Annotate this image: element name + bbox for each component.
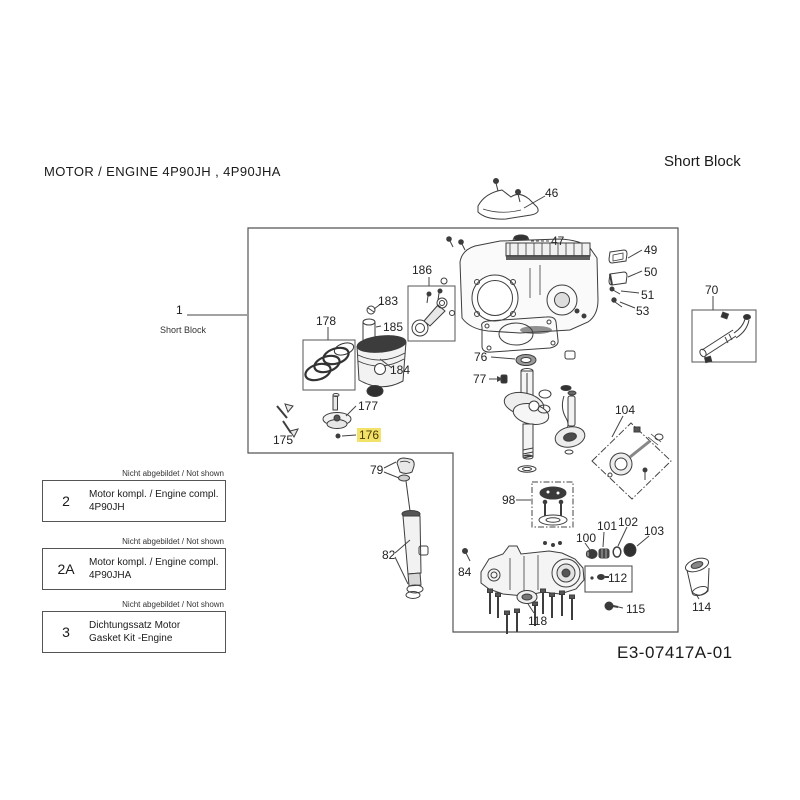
part-label-47[interactable]: 47 xyxy=(551,234,565,248)
part-label-84[interactable]: 84 xyxy=(458,565,472,579)
legend-desc-2-line1: Motor kompl. / Engine compl. xyxy=(89,489,219,500)
not-shown-note-1: Nicht abgebildet / Not shown xyxy=(122,469,224,478)
part-114-drawing xyxy=(684,557,710,597)
part-label-100[interactable]: 100 xyxy=(576,531,597,545)
leader-lines xyxy=(327,195,714,614)
part-184-drawing xyxy=(356,335,407,397)
part-label-115[interactable]: 115 xyxy=(626,602,646,616)
drawing-number: E3-07417A-01 xyxy=(617,643,733,662)
part-label-101[interactable]: 101 xyxy=(597,519,618,533)
part-label-118[interactable]: 118 xyxy=(528,614,548,628)
part-label-102[interactable]: 102 xyxy=(618,515,639,529)
part-label-185[interactable]: 185 xyxy=(383,320,404,334)
part-label-183[interactable]: 183 xyxy=(378,294,399,308)
part-label-176-highlighted[interactable]: 176 xyxy=(357,428,382,442)
legend-row-3[interactable]: 3 Dichtungssatz Motor Gasket Kit -Engine xyxy=(42,611,226,653)
part-label-70[interactable]: 70 xyxy=(705,283,719,297)
callout-1-label: Short Block xyxy=(160,325,207,335)
part-70-drawing xyxy=(691,309,757,364)
part-label-175[interactable]: 175 xyxy=(273,433,294,447)
crankshaft-drawing xyxy=(503,368,552,473)
page-title: MOTOR / ENGINE 4P90JH , 4P90JHA xyxy=(44,164,281,179)
part-label-98[interactable]: 98 xyxy=(502,493,516,507)
legend-ref-2: 2 xyxy=(62,493,70,509)
part-178-drawing xyxy=(302,339,356,391)
legend-desc-3-line1: Dichtungssatz Motor xyxy=(89,620,181,631)
legend-desc-3: Dichtungssatz Motor Gasket Kit -Engine xyxy=(89,619,180,645)
part-label-51[interactable]: 51 xyxy=(641,288,655,302)
part-118-drawing xyxy=(516,590,538,604)
short-block-outline xyxy=(247,227,679,633)
legend-ref-3: 3 xyxy=(62,624,70,640)
part-label-186[interactable]: 186 xyxy=(412,263,433,277)
part-84-drawing xyxy=(462,548,471,562)
legend-row-2[interactable]: 2 Motor kompl. / Engine compl. 4P90JH xyxy=(42,480,226,522)
part-98-drawing xyxy=(531,481,574,528)
part-label-82[interactable]: 82 xyxy=(382,548,396,562)
part-76-77-drawing xyxy=(500,354,537,384)
part-177-drawing xyxy=(322,393,352,429)
crankcase-cover-drawing xyxy=(480,541,585,597)
legend-desc-2: Motor kompl. / Engine compl. 4P90JH xyxy=(89,488,219,514)
legend-desc-3-line2: Gasket Kit -Engine xyxy=(89,633,173,644)
part-label-77[interactable]: 77 xyxy=(473,372,487,386)
legend-row-2a[interactable]: 2A Motor kompl. / Engine compl. 4P90JHA xyxy=(42,548,226,590)
part-79-82-drawing xyxy=(396,457,429,599)
part-label-184[interactable]: 184 xyxy=(390,363,411,377)
part-label-103[interactable]: 103 xyxy=(644,524,665,538)
parts-49-50-51-53-drawing xyxy=(608,249,628,308)
callout-1-ref[interactable]: 1 xyxy=(176,303,183,317)
engine-block-drawing xyxy=(440,236,599,334)
legend-desc-2a: Motor kompl. / Engine compl. 4P90JHA xyxy=(89,556,219,582)
part-label-53[interactable]: 53 xyxy=(636,304,650,318)
part-label-177[interactable]: 177 xyxy=(358,399,379,413)
parts-100-103-drawing xyxy=(585,543,637,559)
part-label-114[interactable]: 114 xyxy=(692,600,712,614)
part-112-drawing xyxy=(584,565,633,593)
part-104-drawing xyxy=(591,422,672,500)
sheet-title: Short Block xyxy=(664,153,741,170)
part-label-49[interactable]: 49 xyxy=(644,243,658,257)
sump-bolts-drawing xyxy=(487,588,575,634)
part-186-drawing xyxy=(407,285,456,342)
part-label-79[interactable]: 79 xyxy=(370,463,384,477)
part-176-drawing xyxy=(335,433,341,439)
part-46-drawing xyxy=(477,178,539,220)
part-label-104[interactable]: 104 xyxy=(615,403,636,417)
part-label-76[interactable]: 76 xyxy=(474,350,488,364)
legend-desc-2a-line1: Motor kompl. / Engine compl. xyxy=(89,557,219,568)
part-label-112[interactable]: 112 xyxy=(608,571,628,585)
legend-desc-2a-line2: 4P90JHA xyxy=(89,570,132,581)
head-gasket-drawing xyxy=(481,316,559,353)
legend-ref-2a: 2A xyxy=(57,561,75,577)
part-175-drawing xyxy=(276,403,299,438)
camshaft-drawing xyxy=(554,350,586,455)
not-shown-note-2: Nicht abgebildet / Not shown xyxy=(122,537,224,546)
not-shown-note-3: Nicht abgebildet / Not shown xyxy=(122,600,224,609)
legend-desc-2-line2: 4P90JH xyxy=(89,502,125,513)
part-label-50[interactable]: 50 xyxy=(644,265,658,279)
part-label-178[interactable]: 178 xyxy=(316,314,337,328)
part-label-46[interactable]: 46 xyxy=(545,186,559,200)
